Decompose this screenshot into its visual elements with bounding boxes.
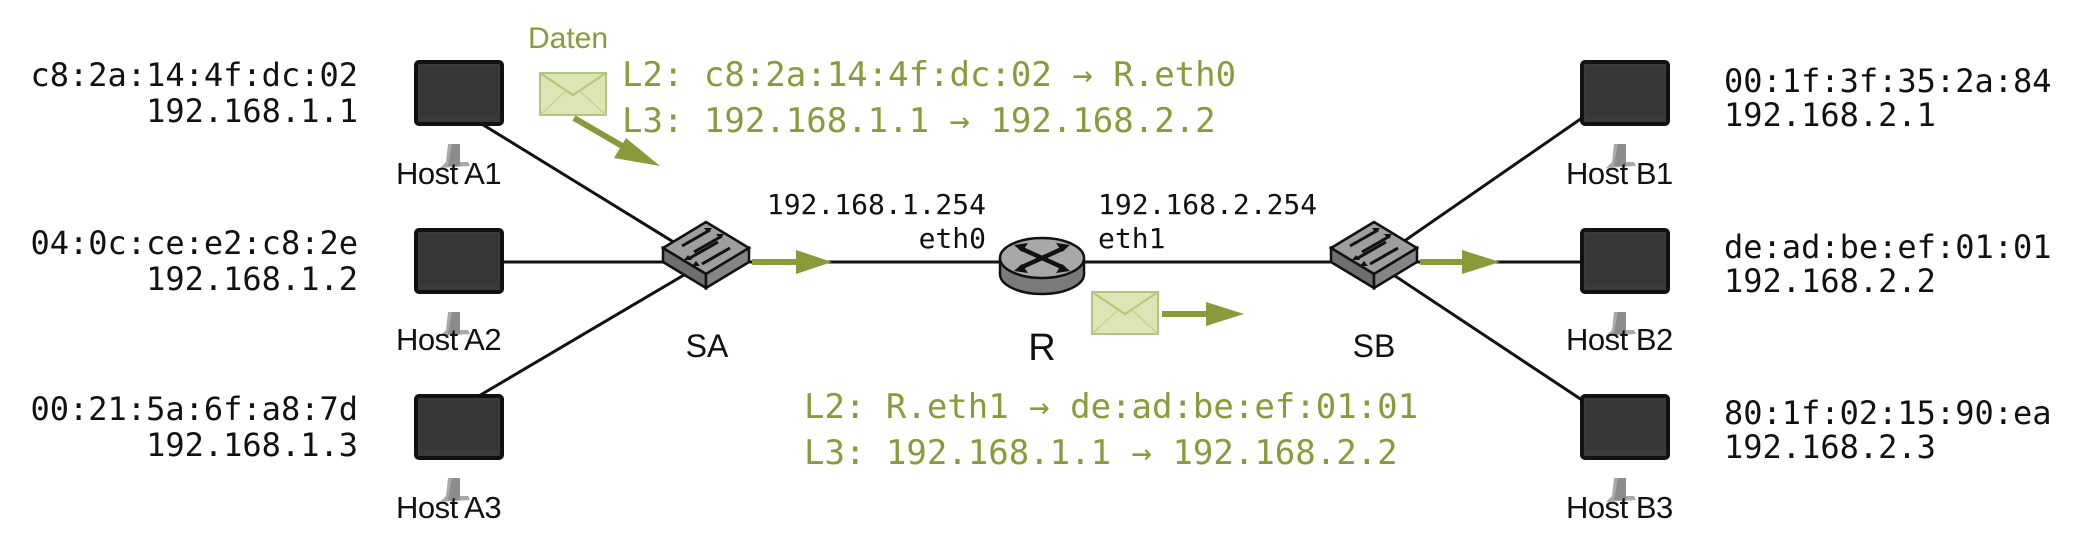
host-a3: Host A3 00:21:5a:6f:a8:7d 192.168.1.3 bbox=[30, 390, 504, 525]
switch-a: SA bbox=[661, 220, 751, 364]
host-label: Host A1 bbox=[396, 156, 501, 191]
eth1-name: eth1 bbox=[1098, 222, 1165, 255]
host-ip: 192.168.1.3 bbox=[146, 426, 358, 464]
packet-2-l2: L2: R.eth1 → de:ad:be:ef:01:01 bbox=[804, 387, 1418, 427]
link-a1-sa bbox=[471, 116, 707, 264]
link-sb-b3 bbox=[1373, 260, 1583, 402]
switch-b: SB bbox=[1329, 220, 1419, 364]
host-mac: 04:0c:ce:e2:c8:2e bbox=[30, 224, 358, 262]
host-mac: de:ad:be:ef:01:01 bbox=[1724, 228, 2052, 266]
host-a1: Host A1 c8:2a:14:4f:dc:02 192.168.1.1 bbox=[30, 56, 504, 191]
eth1-ip: 192.168.2.254 bbox=[1098, 188, 1317, 221]
host-ip: 192.168.2.3 bbox=[1724, 428, 1936, 466]
link-a3-sa bbox=[471, 260, 707, 402]
packet-2-arrow bbox=[1162, 302, 1244, 326]
packet-1-arrow bbox=[572, 115, 660, 166]
switch-label: SB bbox=[1353, 328, 1396, 364]
packet-2: L2: R.eth1 → de:ad:be:ef:01:01 L3: 192.1… bbox=[804, 291, 1418, 473]
monitor-icon bbox=[1580, 60, 1670, 170]
router: R 192.168.1.254 eth0 192.168.2.254 eth1 bbox=[767, 188, 1317, 369]
host-label: Host A2 bbox=[396, 322, 501, 357]
switch-icon bbox=[1329, 220, 1419, 290]
host-label: Host B1 bbox=[1566, 156, 1673, 191]
eth0-ip: 192.168.1.254 bbox=[767, 188, 986, 221]
host-mac: c8:2a:14:4f:dc:02 bbox=[30, 56, 358, 94]
host-a2: Host A2 04:0c:ce:e2:c8:2e 192.168.1.2 bbox=[30, 224, 504, 357]
host-ip: 192.168.2.1 bbox=[1724, 96, 1936, 134]
switch-label: SA bbox=[686, 328, 729, 364]
flow-arrow-sb bbox=[1420, 250, 1500, 274]
packet-1-l2: L2: c8:2a:14:4f:dc:02 → R.eth0 bbox=[622, 55, 1236, 95]
host-label: Host B2 bbox=[1566, 322, 1673, 357]
monitor-icon bbox=[414, 228, 504, 338]
host-b3: Host B3 80:1f:02:15:90:ea 192.168.2.3 bbox=[1566, 394, 2052, 525]
eth0-name: eth0 bbox=[919, 222, 986, 255]
packet-2-l3: L3: 192.168.1.1 → 192.168.2.2 bbox=[804, 433, 1398, 473]
host-mac: 80:1f:02:15:90:ea bbox=[1724, 394, 2052, 432]
host-b2: Host B2 de:ad:be:ef:01:01 192.168.2.2 bbox=[1566, 228, 2052, 357]
host-label: Host B3 bbox=[1566, 490, 1673, 525]
host-ip: 192.168.2.2 bbox=[1724, 262, 1936, 300]
envelope-icon bbox=[539, 72, 607, 116]
link-sb-b1 bbox=[1373, 116, 1583, 264]
envelope-icon bbox=[1091, 291, 1159, 335]
host-mac: 00:1f:3f:35:2a:84 bbox=[1724, 62, 2052, 100]
monitor-icon bbox=[1580, 394, 1670, 504]
host-ip: 192.168.1.1 bbox=[146, 92, 358, 130]
flow-arrow-sa bbox=[752, 250, 832, 274]
packet-1-l3: L3: 192.168.1.1 → 192.168.2.2 bbox=[622, 101, 1216, 141]
router-icon bbox=[1000, 238, 1084, 294]
monitor-icon bbox=[414, 394, 504, 504]
packet-label: Daten bbox=[528, 22, 608, 55]
host-ip: 192.168.1.2 bbox=[146, 260, 358, 298]
packet-1: Daten L2: c8:2a:14:4f:dc:02 → R.eth0 L3:… bbox=[528, 22, 1236, 166]
monitor-icon bbox=[1580, 228, 1670, 338]
host-label: Host A3 bbox=[396, 490, 501, 525]
monitor-icon bbox=[414, 60, 504, 170]
host-mac: 00:21:5a:6f:a8:7d bbox=[30, 390, 358, 428]
router-label: R bbox=[1028, 327, 1055, 369]
host-b1: Host B1 00:1f:3f:35:2a:84 192.168.2.1 bbox=[1566, 60, 2052, 191]
